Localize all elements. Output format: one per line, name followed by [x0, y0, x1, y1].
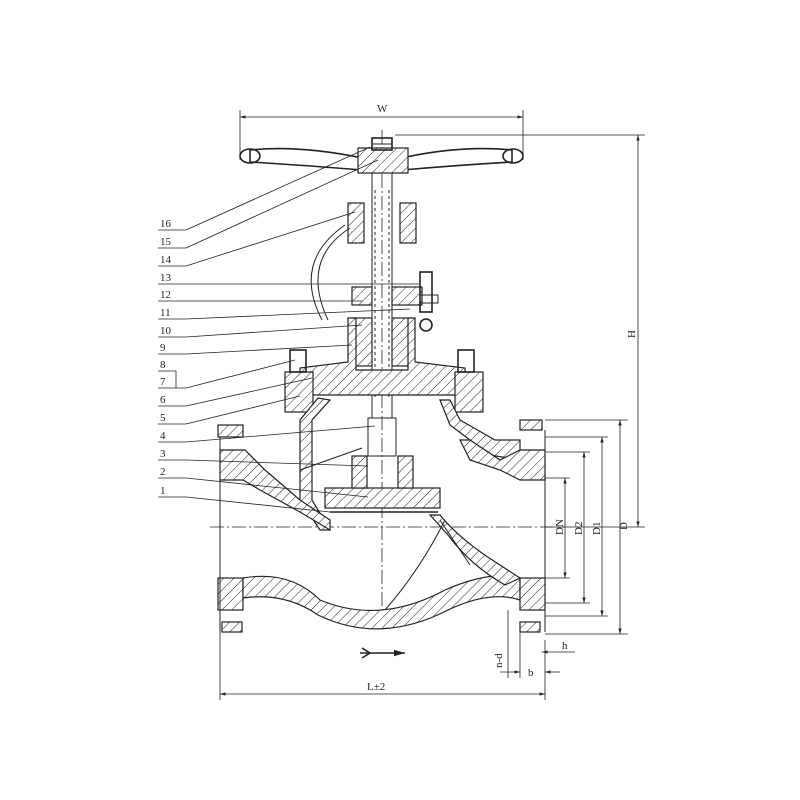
- callout-16: 16: [158, 146, 371, 231]
- callout-3: 3: [158, 448, 369, 467]
- label-text: 11: [160, 307, 171, 319]
- label-text: D1: [591, 522, 603, 535]
- label-text: h: [562, 640, 568, 652]
- callout-11: 11: [158, 307, 411, 320]
- label-text: 2: [160, 466, 166, 478]
- valve-body: [217, 397, 546, 633]
- label-text: D2: [573, 522, 585, 535]
- label-text: 3: [160, 448, 166, 460]
- callout-5: 5: [158, 395, 301, 425]
- callout-2: 2: [158, 466, 369, 498]
- callout-13: 13: [158, 272, 420, 285]
- label-text: 5: [160, 412, 166, 424]
- callout-10: 10: [158, 324, 363, 338]
- gland-assembly: [351, 271, 439, 367]
- dimension-d-group: D D1 D2 DN: [545, 419, 630, 635]
- label-text: n-d: [493, 653, 505, 668]
- label-text: 13: [160, 272, 172, 284]
- label-text: H: [626, 330, 638, 338]
- callout-15: 15: [158, 159, 379, 249]
- handwheel: [239, 137, 524, 174]
- label-text: 16: [160, 218, 172, 230]
- callout-6: 6: [158, 377, 313, 407]
- yoke-bushing: [310, 202, 417, 321]
- label-text: 12: [160, 289, 171, 301]
- label-text: 9: [160, 342, 166, 354]
- label-text: DN: [554, 519, 566, 535]
- label-text: 1: [160, 485, 166, 497]
- bonnet: [284, 317, 484, 413]
- dimension-small: b h n-d: [493, 610, 575, 679]
- label-text: 4: [160, 430, 166, 442]
- callout-14: 14: [158, 211, 356, 267]
- callout-12: 12: [158, 289, 362, 302]
- flow-direction-arrow: [360, 647, 405, 659]
- label-text: 15: [160, 236, 172, 248]
- callout-1: 1: [158, 485, 331, 513]
- dimension-h: H: [395, 134, 645, 528]
- callout-8: 8: [158, 359, 177, 388]
- label-text: 8: [160, 359, 166, 371]
- callout-9: 9: [158, 342, 353, 355]
- label-text: 7: [160, 376, 166, 388]
- label-text: L±2: [367, 681, 385, 693]
- part-callouts: 16 15 14 13 12 11 10 9 8 7 6 5 4 3 2 1: [158, 146, 420, 513]
- label-text: W: [377, 103, 388, 115]
- dimension-l: L±2: [219, 632, 546, 700]
- callout-4: 4: [158, 425, 376, 443]
- label-text: b: [528, 667, 534, 679]
- label-text: 14: [160, 254, 172, 266]
- label-text: 6: [160, 394, 166, 406]
- callout-7: 7: [158, 359, 296, 389]
- label-text: 10: [160, 325, 172, 337]
- label-text: D: [618, 522, 630, 530]
